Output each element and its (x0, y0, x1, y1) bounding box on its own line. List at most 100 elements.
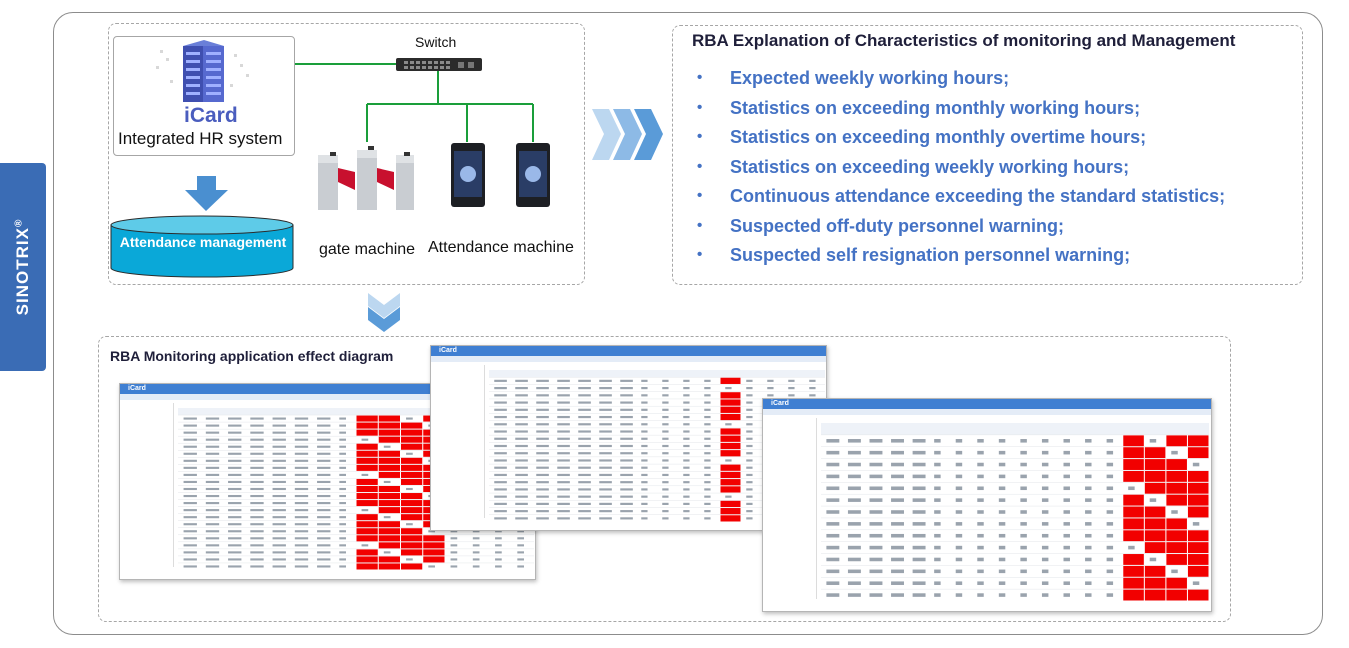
cell-text (662, 379, 669, 382)
screenshot-3: iCard (762, 398, 1212, 612)
cell-text (339, 516, 346, 519)
cell-text (599, 394, 612, 397)
cell-text (536, 379, 549, 382)
cell-text (847, 498, 861, 502)
alert-cell (1123, 506, 1144, 518)
cell-text (683, 452, 690, 455)
cell-text (317, 537, 331, 540)
cell-text (250, 537, 264, 540)
switch-icon (396, 58, 482, 71)
rba-item: Suspected off-duty personnel warning; (697, 214, 1225, 244)
cell-text (183, 551, 197, 554)
cell-text (746, 502, 753, 505)
cell-text (339, 431, 346, 434)
cell-text (746, 444, 753, 448)
cell-text (998, 569, 1006, 574)
cell-text (683, 473, 690, 477)
cell-text (495, 565, 502, 568)
cell-text (641, 379, 648, 382)
cell-text (1106, 581, 1114, 585)
cell-text (1106, 593, 1114, 597)
cell-text (228, 544, 242, 547)
alert-cell (720, 442, 741, 450)
cell-text (869, 522, 883, 526)
alert-cell (378, 422, 400, 429)
alert-cell (401, 443, 423, 450)
cell-text (1020, 557, 1027, 562)
cell-text (1106, 510, 1114, 514)
alert-cell (1187, 494, 1209, 506)
cell-text (339, 537, 346, 540)
cell-text (1020, 593, 1027, 597)
cell-text (557, 502, 570, 505)
cell-text (339, 473, 346, 476)
cell-text (641, 502, 648, 505)
cell-text (472, 551, 480, 554)
attendance-terminal-icon (451, 143, 550, 207)
cell-text (578, 459, 591, 462)
cell-text (228, 459, 242, 462)
cell-text (183, 509, 197, 512)
cell-text (662, 510, 669, 513)
cell-text (515, 488, 528, 491)
cell-text (599, 502, 612, 505)
cell-text (557, 466, 570, 469)
cell-text (578, 473, 591, 477)
cell-text (599, 481, 612, 484)
cell-text (599, 459, 612, 462)
cell-text (662, 459, 669, 462)
cell-text (847, 545, 861, 550)
cell-text (250, 544, 264, 547)
alert-cell (1123, 589, 1144, 601)
cell-text (205, 523, 220, 526)
cell-text (1063, 462, 1070, 467)
cell-text (515, 466, 528, 469)
cell-text (683, 510, 690, 513)
cell-text (683, 415, 690, 419)
cell-text (578, 444, 591, 448)
cell-text (620, 401, 633, 404)
alert-cell (401, 493, 423, 500)
cell-text (620, 452, 633, 455)
cell-text (578, 452, 591, 455)
cell-text (205, 480, 220, 484)
cell-text (450, 558, 458, 561)
cell-text (250, 558, 264, 561)
cell-text (725, 423, 732, 426)
grid-header (178, 408, 534, 416)
alert-cell (720, 508, 741, 515)
cell-text (746, 423, 753, 426)
cell-text (1106, 450, 1114, 455)
cell-text (683, 408, 690, 411)
cell-text (317, 459, 331, 462)
cell-text (955, 569, 963, 574)
cell-text (339, 544, 346, 547)
cell-text (294, 523, 309, 526)
cell-text (955, 581, 963, 585)
cell-text (495, 558, 502, 561)
cell-text (536, 466, 549, 469)
cell-text (641, 473, 648, 477)
cell-text (912, 462, 926, 467)
cell-text (494, 408, 507, 411)
cell-text (847, 450, 861, 455)
cell-text (704, 517, 711, 520)
alert-cell (378, 415, 400, 422)
alert-cell (401, 563, 423, 570)
cell-text (977, 522, 984, 526)
cell-text (1149, 439, 1157, 443)
alert-cell (378, 542, 400, 549)
cell-text (641, 481, 648, 484)
cell-text (272, 516, 286, 519)
cell-text (205, 551, 220, 554)
cell-text (228, 417, 242, 420)
cell-text (869, 510, 883, 514)
cell-text (250, 466, 264, 469)
alert-cell (1166, 589, 1187, 601)
alert-cell (1187, 470, 1209, 482)
cell-text (1063, 593, 1070, 597)
cell-text (599, 423, 612, 426)
cell-text (272, 473, 286, 476)
cell-text (977, 533, 984, 538)
cell-text (1063, 439, 1070, 443)
